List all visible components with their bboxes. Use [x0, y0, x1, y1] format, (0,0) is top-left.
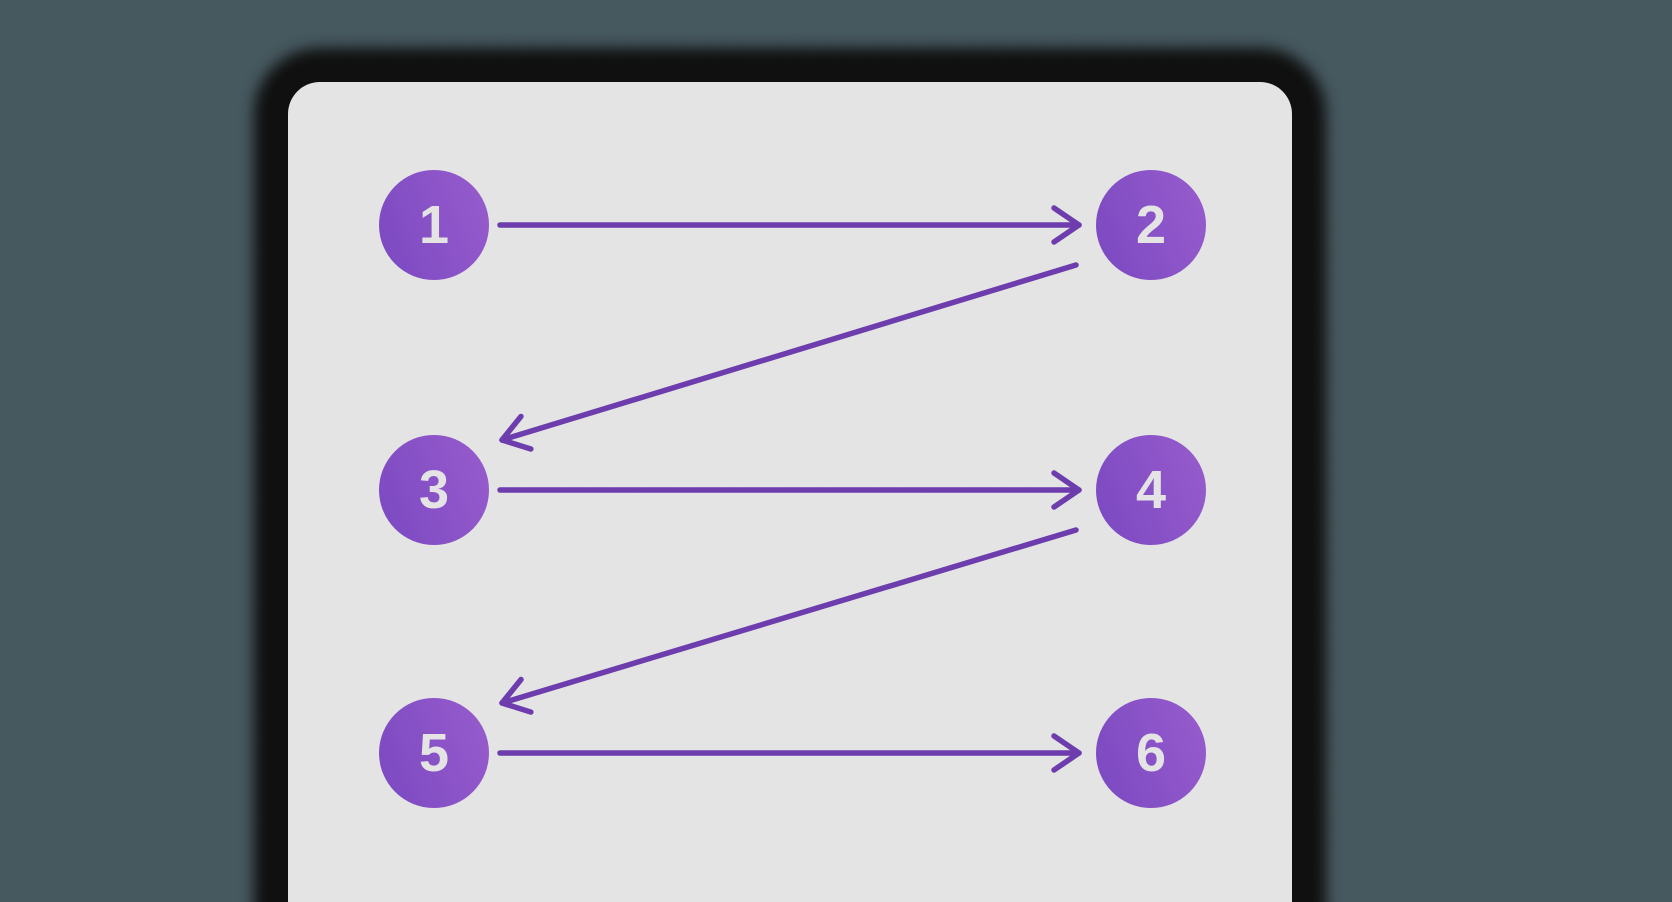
- node-2: 2: [1096, 170, 1206, 280]
- node-6: 6: [1096, 698, 1206, 808]
- node-3: 3: [379, 435, 489, 545]
- node-1: 1: [379, 170, 489, 280]
- node-label-4: 4: [1135, 460, 1167, 520]
- node-label-2: 2: [1135, 195, 1167, 255]
- node-label-5: 5: [418, 723, 450, 783]
- node-4: 4: [1096, 435, 1206, 545]
- node-5: 5: [379, 698, 489, 808]
- node-label-6: 6: [1135, 723, 1167, 783]
- node-label-3: 3: [418, 460, 450, 520]
- node-label-1: 1: [418, 195, 450, 255]
